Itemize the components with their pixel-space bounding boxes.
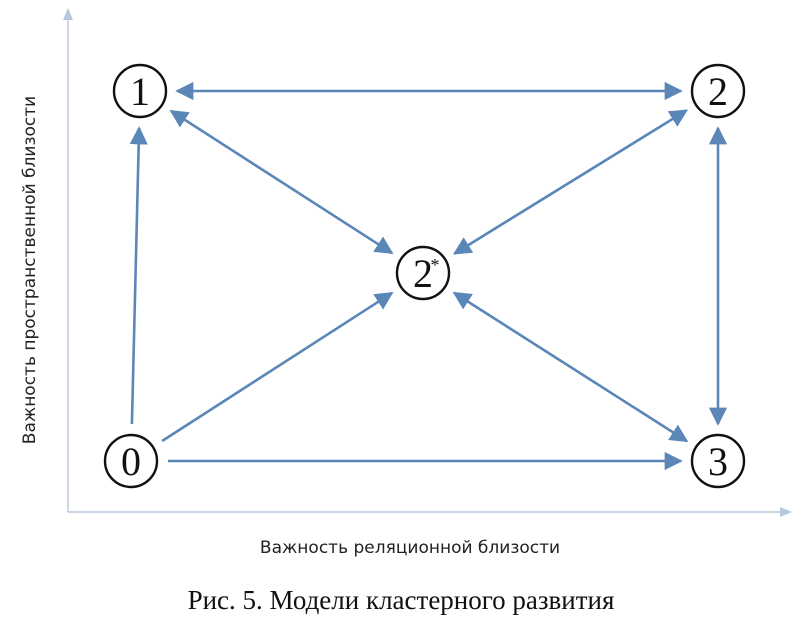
node-circle: [395, 245, 451, 301]
node-label: 1: [130, 69, 150, 114]
node-n2: 2: [690, 63, 746, 119]
x-axis-arrow-icon: [780, 507, 792, 517]
node-n1: 1: [112, 63, 168, 119]
node-circle: [690, 433, 746, 489]
edge-n0-n1: [129, 126, 148, 425]
edges: [129, 81, 728, 471]
node-n2s: 2*: [395, 245, 451, 301]
x-axis-label: Важность реляционной близости: [260, 538, 560, 558]
node-circle: [690, 63, 746, 119]
figure-caption: Рис. 5. Модели кластерного развития: [188, 585, 615, 615]
node-label: 3: [708, 439, 728, 484]
edge-n2-n2s: [452, 109, 689, 255]
node-circle: [112, 63, 168, 119]
edge-n3-n2s: [452, 291, 689, 443]
y-axis-label: Важность пространственной близости: [20, 96, 40, 444]
node-superscript: *: [431, 255, 440, 275]
node-n3: 3: [690, 433, 746, 489]
axes: [63, 8, 792, 517]
node-label: 0: [121, 439, 141, 484]
node-circle: [103, 433, 159, 489]
edge-n0-n2s: [161, 291, 394, 443]
y-axis-arrow-icon: [63, 8, 73, 20]
node-label: 2: [413, 251, 433, 296]
edge-n1-n2s: [169, 109, 394, 255]
node-label: 2: [708, 69, 728, 114]
node-n0: 0: [103, 433, 159, 489]
